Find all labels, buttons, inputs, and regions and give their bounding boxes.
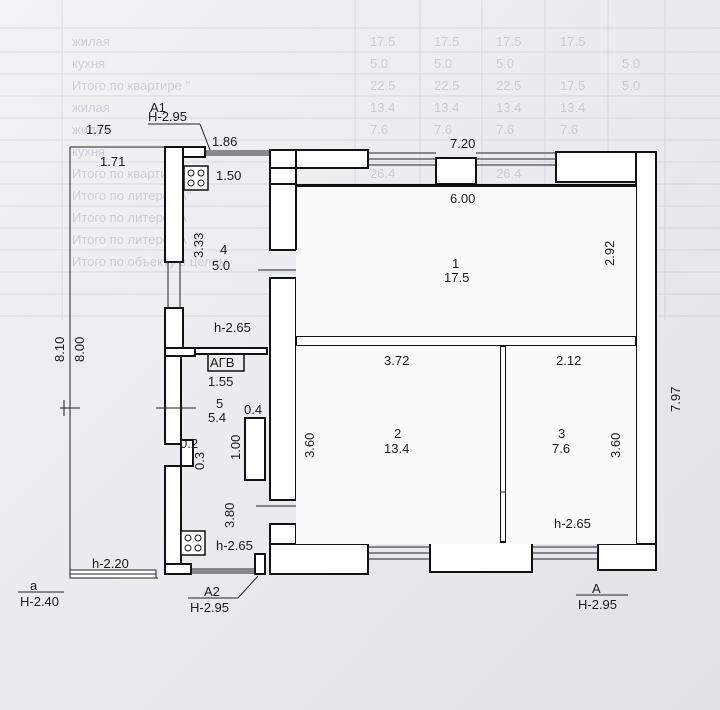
room-1-floor [296,184,636,336]
label-a-small: а [30,578,38,593]
ghost-row-name: Итого по литере "А [72,210,187,225]
ghost-row-cell: 17.5 [560,78,585,93]
label-a1-height: Н-2.95 [148,109,187,124]
room-3-area: 7.6 [552,441,570,456]
dim-2-12: 2.12 [556,353,581,368]
room-3-floor [506,346,636,544]
height-room5: h-2.65 [216,538,253,553]
dim-7-20: 7.20 [450,136,475,151]
ghost-row-name: кухня [72,144,105,159]
ghost-row-cell: 22.5 [496,78,521,93]
veranda-outline [60,146,165,579]
ghost-row-name: Итого по объекту в целом [72,254,228,269]
ghost-row-cell: 22.5 [434,78,459,93]
label-leader-lines [18,123,628,599]
dim-2-92: 2.92 [602,241,617,266]
dim-7-97: 7.97 [668,387,683,412]
dim-1-86: 1.86 [212,134,237,149]
ghost-row-cell: 7.6 [434,122,452,137]
room-1-inner-edge [295,185,636,250]
room-5-number: 5 [216,396,223,411]
dim-1-55: 1.55 [208,374,233,389]
ghost-row-cell: 7.6 [370,122,388,137]
dim-0-3: 0.3 [192,452,207,470]
ghost-row-cell: 5.0 [496,56,514,71]
room-1-number: 1 [452,256,459,271]
ghost-row-name: кухня [72,56,105,71]
dim-3-33: 3.33 [191,233,206,258]
dim-1-00: 1.00 [228,435,243,460]
annex-walls [164,146,270,575]
dim-3-72: 3.72 [384,353,409,368]
ghost-row-name: Итого по квартире " [72,166,190,181]
height-room3: h-2.65 [554,516,591,531]
dim-1-50: 1.50 [216,168,241,183]
ghost-row-cell: 22.5 [370,78,395,93]
stove-bottom-icon [180,530,206,556]
height-veranda: h-2.20 [92,556,129,571]
ghost-row-cell: 7.6 [560,122,578,137]
dim-3-60-room2: 3.60 [302,433,317,458]
dim-0-4: 0.4 [244,402,262,417]
label-a-main-height: Н-2.95 [578,597,617,612]
ghost-row-name: Итого по квартире " [72,78,190,93]
ghost-row-cell: 26.4 [496,166,521,181]
label-a1: А1 [150,100,166,115]
ghost-row-cell: 26.4 [370,166,395,181]
dim-6-00: 6.00 [450,191,475,206]
ghost-row-cell: 13.4 [434,100,459,115]
ghost-row-name: жилая [72,100,110,115]
label-a-small-height: Н-2.40 [20,594,59,609]
label-a-main: А [592,581,601,596]
room-5-area: 5.4 [208,410,226,425]
room-4-area: 5.0 [212,258,230,273]
label-a2: А2 [204,584,220,599]
room-3-number: 3 [558,426,565,441]
dim-3-80: 3.80 [222,503,237,528]
agv-boiler-icon [207,353,245,372]
height-room4: h-2.65 [214,320,251,335]
ghost-row-cell: 13.4 [560,100,585,115]
dim-1-75: 1.75 [86,122,111,137]
dim-8-10: 8.10 [52,337,67,362]
ghost-row-cell: 5.0 [622,56,640,71]
main-walls [156,149,657,575]
dim-3-60-room3: 3.60 [608,433,623,458]
ghost-row-cell: 17.5 [370,34,395,49]
ghost-row-cell: 5.0 [434,56,452,71]
ghost-row-name: жилая [72,122,110,137]
dim-1-71: 1.71 [100,154,125,169]
ghost-row-cell: 13.4 [370,100,395,115]
stove-top-icon [183,165,209,191]
corner-block [269,167,297,185]
ghost-row-cell: 13.4 [496,100,521,115]
ghost-row-name: Итого по литере "А" [72,188,192,203]
ghost-row-cell: 17.5 [434,34,459,49]
ghost-row-name: жилая [72,34,110,49]
room-2-floor [296,346,500,544]
ghost-row-cell: 5.0 [622,78,640,93]
room-2-number: 2 [394,426,401,441]
room-4-number: 4 [220,242,227,257]
ghost-row-cell: 17.5 [496,34,521,49]
ghost-row-cell: 7.6 [496,122,514,137]
room-2-area: 13.4 [384,441,409,456]
label-a2-height: Н-2.95 [190,600,229,615]
ghost-row-cell: 17.5 [560,34,585,49]
ghost-row-name: Итого по литере "А [72,232,187,247]
ghost-row-cell: 5.0 [370,56,388,71]
dim-8-00: 8.00 [72,337,87,362]
dim-0-2: 0.2 [180,436,198,451]
label-agv: АГВ [210,355,234,370]
room-1-area: 17.5 [444,270,469,285]
